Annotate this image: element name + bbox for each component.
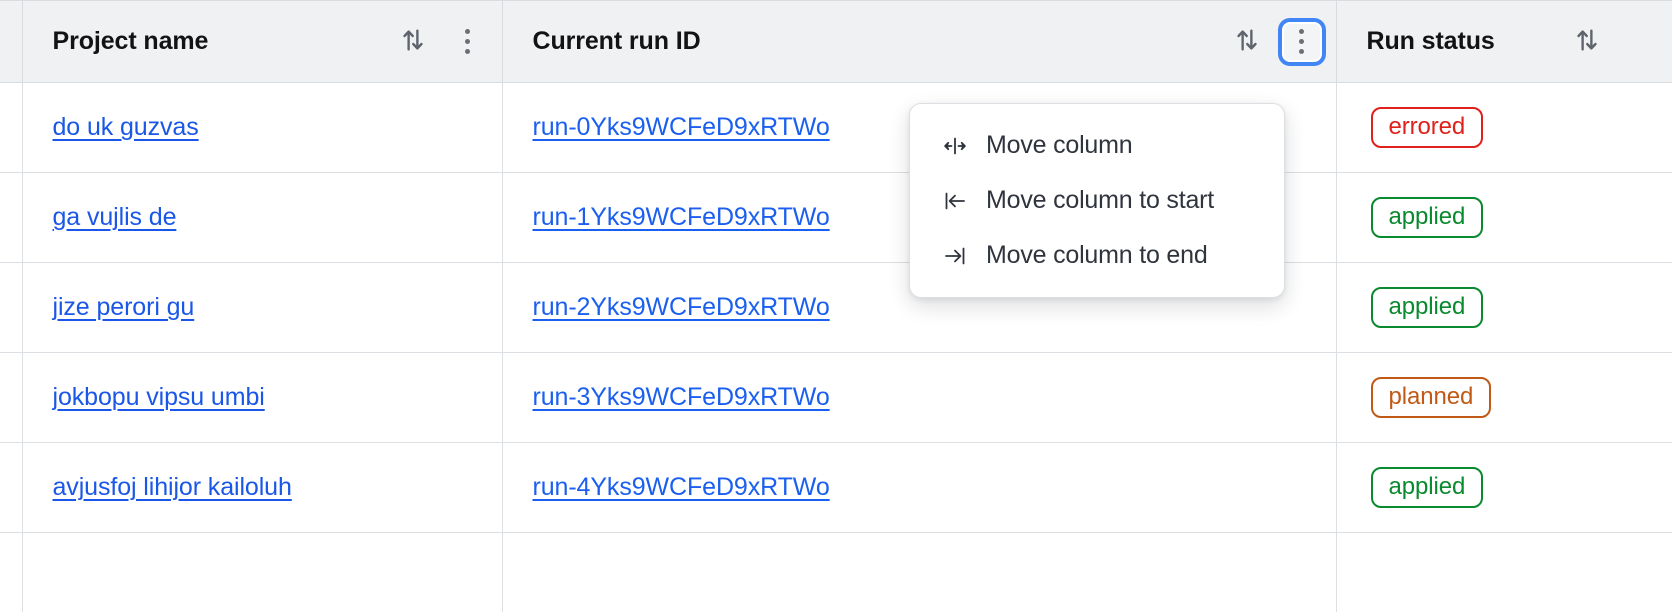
cell-run-status: applied — [1336, 172, 1672, 263]
row-select-gutter-cell — [0, 82, 23, 173]
status-badge: applied — [1370, 466, 1484, 509]
cell-project-name — [22, 532, 503, 612]
run-id-link[interactable]: run-3Yks9WCFeD9xRTWo — [532, 383, 830, 411]
cell-run-status: applied — [1336, 442, 1672, 533]
status-badge: errored — [1370, 106, 1484, 149]
table-row-partial — [0, 532, 1672, 612]
table-row: do uk guzvas run-0Yks9WCFeD9xRTWo errore… — [0, 82, 1672, 173]
header-row: Project name — [0, 0, 1672, 83]
column-menu-button-project-name[interactable] — [448, 22, 488, 62]
row-select-gutter-cell — [0, 532, 23, 612]
cell-run-status: errored — [1336, 82, 1672, 173]
menu-item-label: Move column to end — [986, 241, 1208, 269]
project-name-link[interactable]: avjusfoj lihijor kailoluh — [52, 473, 292, 501]
move-column-icon — [940, 133, 970, 159]
row-select-gutter-cell — [0, 262, 23, 353]
kebab-menu-icon — [1299, 27, 1304, 57]
sort-updown-icon — [1572, 25, 1602, 58]
cell-current-run-id: run-4Yks9WCFeD9xRTWo — [502, 442, 1337, 533]
cell-current-run-id — [502, 532, 1337, 612]
cell-project-name: ga vujlis de — [22, 172, 503, 263]
column-header-current-run-id: Current run ID — [502, 0, 1337, 83]
row-select-gutter-cell — [0, 172, 23, 263]
column-menu-button-current-run-id[interactable] — [1281, 21, 1322, 62]
status-badge: applied — [1370, 286, 1484, 329]
column-header-run-status: Run status — [1336, 0, 1672, 83]
sort-button-run-status[interactable] — [1568, 23, 1606, 61]
cell-project-name: jokbopu vipsu umbi — [22, 352, 503, 443]
row-select-gutter-cell — [0, 352, 23, 443]
row-select-gutter-header — [0, 0, 23, 83]
cell-current-run-id: run-3Yks9WCFeD9xRTWo — [502, 352, 1337, 443]
run-id-link[interactable]: run-2Yks9WCFeD9xRTWo — [532, 293, 830, 321]
cell-run-status: planned — [1336, 352, 1672, 443]
column-header-label-project-name: Project name — [52, 27, 209, 55]
column-header-project-name: Project name — [22, 0, 503, 83]
table-row: ga vujlis de run-1Yks9WCFeD9xRTWo applie… — [0, 172, 1672, 263]
column-header-label-current-run-id: Current run ID — [532, 27, 701, 55]
project-name-link[interactable]: jize perori gu — [52, 293, 195, 321]
sort-button-project-name[interactable] — [394, 23, 432, 61]
project-name-link[interactable]: ga vujlis de — [52, 203, 177, 231]
row-select-gutter-cell — [0, 442, 23, 533]
status-badge: planned — [1370, 376, 1492, 419]
run-id-link[interactable]: run-0Yks9WCFeD9xRTWo — [532, 113, 830, 141]
cell-project-name: avjusfoj lihijor kailoluh — [22, 442, 503, 533]
cell-project-name: jize perori gu — [22, 262, 503, 353]
table-row: jize perori gu run-2Yks9WCFeD9xRTWo appl… — [0, 262, 1672, 353]
column-options-menu: Move column Move column to start Mov — [909, 103, 1285, 298]
table-header: Project name — [0, 0, 1672, 83]
move-column-to-start-icon — [940, 188, 970, 214]
run-id-link[interactable]: run-1Yks9WCFeD9xRTWo — [532, 203, 830, 231]
menu-item-label: Move column to start — [986, 186, 1215, 214]
menu-item-label: Move column — [986, 131, 1133, 159]
table-row: jokbopu vipsu umbi run-3Yks9WCFeD9xRTWo … — [0, 352, 1672, 443]
menu-item-move-column-to-start[interactable]: Move column to start — [910, 173, 1284, 228]
move-column-to-end-icon — [940, 243, 970, 269]
column-header-label-run-status: Run status — [1366, 27, 1495, 55]
kebab-menu-icon — [465, 27, 470, 57]
status-badge: applied — [1370, 196, 1484, 239]
cell-project-name: do uk guzvas — [22, 82, 503, 173]
run-id-link[interactable]: run-4Yks9WCFeD9xRTWo — [532, 473, 830, 501]
table-body: do uk guzvas run-0Yks9WCFeD9xRTWo errore… — [0, 82, 1672, 612]
cell-run-status — [1336, 532, 1672, 612]
menu-item-move-column[interactable]: Move column — [910, 118, 1284, 173]
project-name-link[interactable]: do uk guzvas — [52, 113, 199, 141]
sort-button-current-run-id[interactable] — [1228, 23, 1266, 61]
sort-updown-icon — [398, 25, 428, 58]
table-row: avjusfoj lihijor kailoluh run-4Yks9WCFeD… — [0, 442, 1672, 533]
sort-updown-icon — [1232, 25, 1262, 58]
menu-item-move-column-to-end[interactable]: Move column to end — [910, 228, 1284, 283]
cell-run-status: applied — [1336, 262, 1672, 353]
project-name-link[interactable]: jokbopu vipsu umbi — [52, 383, 265, 411]
